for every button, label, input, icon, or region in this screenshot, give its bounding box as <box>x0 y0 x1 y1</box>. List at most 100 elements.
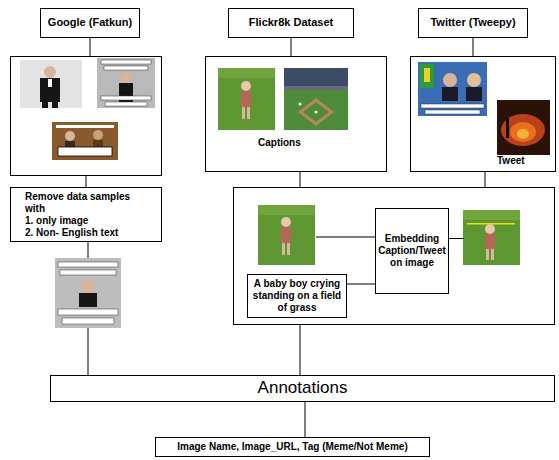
process-box: Embedding Caption/Tweet on image <box>375 208 449 294</box>
politicians-meme-photo <box>467 73 481 87</box>
source-box: Flickr8k Dataset <box>228 8 354 38</box>
baby-on-grass-photo <box>287 243 290 255</box>
politicians-meme-photo <box>425 110 480 114</box>
image-panel <box>10 56 162 176</box>
baseball-field-photo <box>299 103 302 106</box>
politicians-meme-photo <box>418 62 487 116</box>
baby-on-grass-photo <box>281 217 291 227</box>
node-text: Captions <box>258 137 386 149</box>
politicians-meme-photo <box>418 62 487 116</box>
meme-photo <box>56 125 114 128</box>
meme-photo <box>93 130 103 140</box>
meme-photo <box>104 66 148 70</box>
node-text: Annotations <box>258 378 348 398</box>
connector-line <box>291 38 292 56</box>
node-text: Embedding Caption/Tweet on image <box>378 233 446 269</box>
node-text: Google (Fatkun) <box>48 16 132 29</box>
node-text: 2. Non- English text <box>25 227 118 239</box>
filter-box: Remove data samples with1. only image2. … <box>10 187 162 242</box>
baby-on-grass-photo <box>281 227 291 243</box>
politicians-meme-photo <box>424 68 430 82</box>
image-frame <box>55 258 121 328</box>
connector-line <box>88 328 89 375</box>
connector-line <box>300 325 301 375</box>
child-on-grass-photo <box>247 107 250 119</box>
meme-photo <box>101 96 151 100</box>
suit-man-photo <box>20 60 82 108</box>
meme-photo <box>55 258 121 328</box>
politicians-meme-photo <box>466 87 482 101</box>
connector-line <box>300 172 301 187</box>
baseball-field-photo <box>284 86 348 90</box>
fire-photo <box>517 129 529 139</box>
connector-line <box>90 38 91 56</box>
meme-photo <box>58 147 112 156</box>
baseball-field-photo <box>284 68 348 130</box>
meme-photo <box>58 262 118 267</box>
child-on-grass-photo <box>241 91 251 107</box>
fire-photo <box>497 100 550 155</box>
captioned-baby-photo <box>485 234 495 249</box>
baseball-field-photo <box>298 98 334 126</box>
output-box: Image Name, Image_URL, Tag (Meme/Not Mem… <box>155 437 430 457</box>
captioned-baby-photo <box>485 224 495 234</box>
connector-line <box>88 242 89 258</box>
baby-on-grass-photo <box>282 243 285 255</box>
meme-photo <box>52 122 118 160</box>
captioned-baby-photo <box>463 210 520 265</box>
suit-man-photo <box>42 102 48 108</box>
node-text: Image Name, Image_URL, Tag (Meme/Not Mem… <box>177 441 407 453</box>
captioned-baby-photo <box>463 210 520 220</box>
politicians-meme-photo <box>443 73 457 87</box>
source-box: Twitter (Tweepy) <box>418 8 528 38</box>
node-text: 1. only image <box>25 215 88 227</box>
image-frame <box>464 211 521 266</box>
connector-line <box>305 402 306 437</box>
child-on-grass-photo <box>218 68 275 78</box>
baby-on-grass-photo <box>258 205 315 265</box>
source-box: Google (Fatkun) <box>40 8 140 38</box>
baseball-field-photo <box>284 68 348 130</box>
meme-photo <box>52 122 118 160</box>
meme-photo <box>58 309 118 315</box>
captioned-baby-photo <box>491 249 494 260</box>
child-on-grass-photo <box>218 68 275 130</box>
child-on-grass-photo <box>241 81 251 91</box>
politicians-meme-photo <box>421 104 484 108</box>
node-text: Remove data samples with <box>25 191 147 215</box>
suit-man-photo <box>40 78 60 102</box>
fire-photo <box>501 114 545 146</box>
image-frame <box>259 206 316 266</box>
baseball-field-photo <box>315 111 318 114</box>
meme-photo <box>60 270 116 275</box>
connector-line <box>347 284 375 285</box>
connector-line <box>316 237 375 238</box>
connector-line <box>485 172 486 187</box>
image-panel: Captions <box>205 56 387 172</box>
image-panel: Tweet <box>410 56 556 172</box>
meme-photo <box>81 279 95 293</box>
caption-box: A baby boy crying standing on a field of… <box>247 274 347 318</box>
suit-man-photo <box>44 66 56 78</box>
node-text: Flickr8k Dataset <box>249 16 333 29</box>
meme-photo <box>97 58 155 108</box>
child-on-grass-photo <box>218 68 275 130</box>
node-text: Twitter (Tweepy) <box>430 16 515 29</box>
captioned-baby-photo <box>463 210 520 265</box>
meme-photo <box>65 131 75 141</box>
baby-on-grass-photo <box>258 205 315 265</box>
fire-photo <box>497 100 550 155</box>
baby-on-grass-photo <box>258 205 315 215</box>
politicians-meme-photo <box>420 64 434 88</box>
fire-photo <box>506 118 509 138</box>
connector-line <box>86 176 87 187</box>
suit-man-photo <box>52 102 58 108</box>
child-on-grass-photo <box>242 107 245 119</box>
baseball-field-photo <box>303 102 329 122</box>
meme-photo <box>101 60 151 64</box>
connector-line <box>473 38 474 56</box>
meme-photo <box>55 258 121 328</box>
meme-photo <box>121 73 131 83</box>
